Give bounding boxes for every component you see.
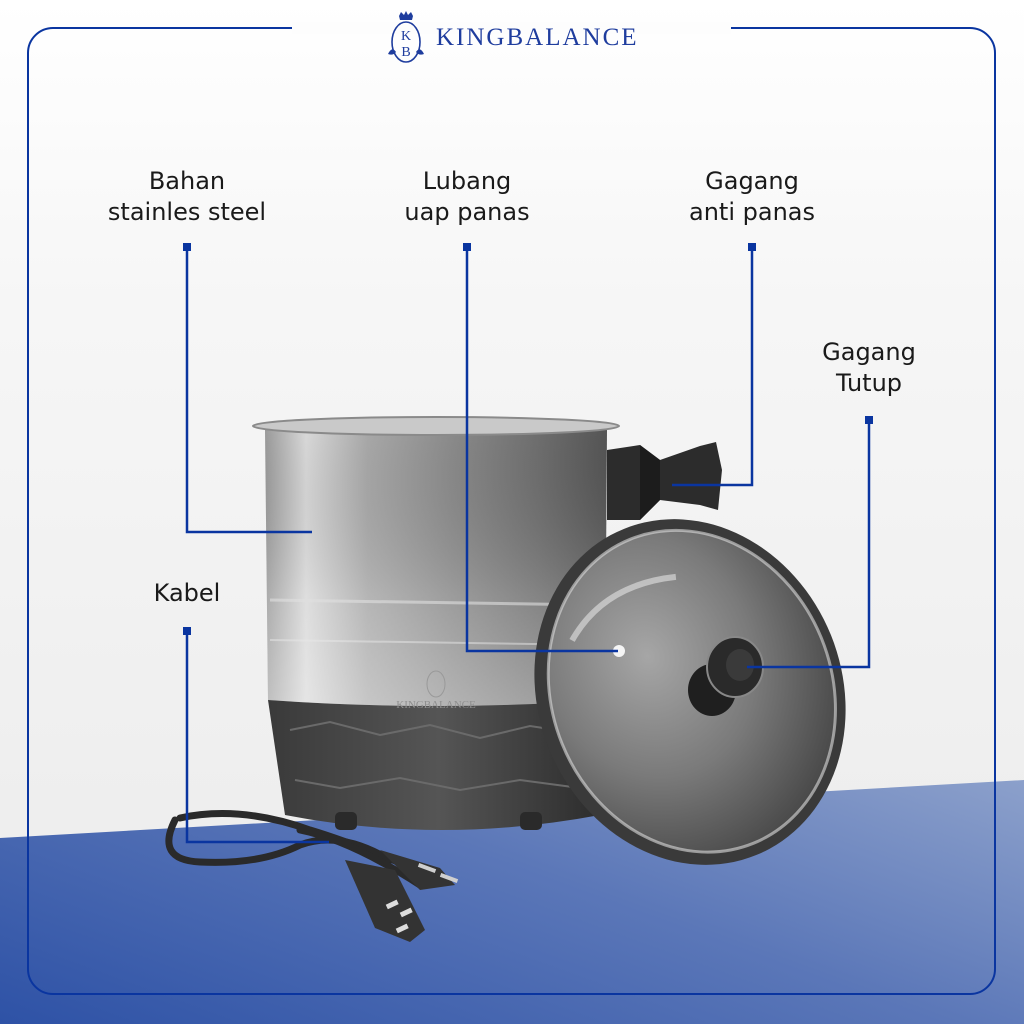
pot-base	[268, 700, 610, 830]
plug-iec	[345, 860, 425, 942]
svg-text:B: B	[401, 45, 410, 60]
callout-kabel: Kabel	[153, 579, 221, 607]
crown-emblem-icon: K B	[388, 11, 424, 63]
pot-engraving: KINGBALANCE	[396, 699, 476, 711]
plug-euro	[380, 850, 459, 890]
frame-gap	[292, 22, 731, 34]
side-handle	[607, 442, 722, 520]
brand-name: KINGBALANCE	[436, 24, 639, 51]
svg-text:K: K	[401, 29, 411, 44]
brand-logo: K B KINGBALANCE	[384, 10, 639, 66]
lid-knob	[688, 636, 764, 716]
steam-hole	[613, 645, 625, 657]
